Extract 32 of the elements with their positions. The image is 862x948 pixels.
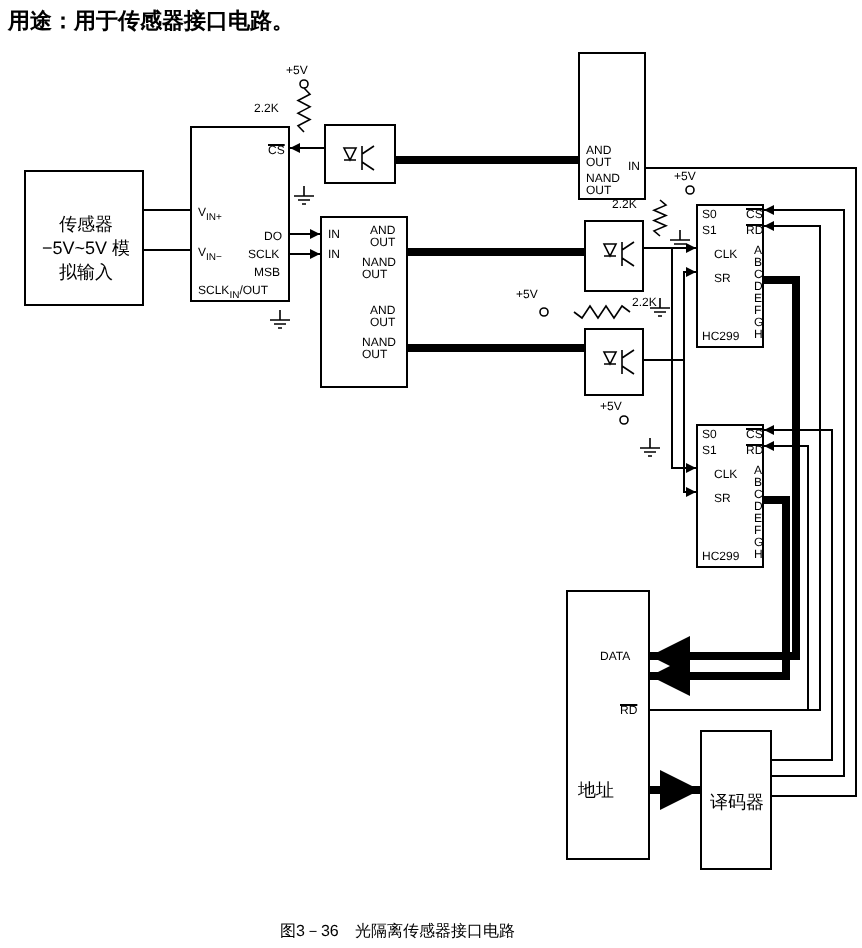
title: 用途：用于传感器接口电路。 bbox=[8, 7, 294, 36]
caption: 图3－36 光隔离传感器接口电路 bbox=[280, 920, 515, 942]
wire bbox=[408, 344, 584, 352]
arrow bbox=[763, 205, 845, 777]
optocoupler bbox=[584, 220, 644, 292]
optocoupler bbox=[324, 124, 396, 184]
arrow bbox=[643, 247, 697, 473]
arrow bbox=[650, 770, 700, 810]
arrow bbox=[650, 496, 790, 696]
arrow bbox=[643, 359, 697, 497]
optocoupler bbox=[584, 328, 644, 396]
driver-chip bbox=[320, 216, 408, 388]
wire bbox=[396, 156, 578, 164]
shift-register-chip bbox=[696, 424, 764, 568]
converter-chip bbox=[190, 126, 290, 302]
node-label: 传感器 −5V~5V 模拟输入 bbox=[39, 212, 133, 284]
arrow bbox=[763, 425, 833, 761]
arrow bbox=[649, 441, 809, 711]
node-label: 地址 bbox=[578, 780, 614, 800]
wire bbox=[645, 167, 857, 797]
wire bbox=[143, 249, 191, 251]
arrow bbox=[289, 249, 321, 259]
wire bbox=[408, 248, 584, 256]
processor-block bbox=[566, 590, 650, 860]
decoder-box bbox=[700, 730, 772, 870]
receiver-chip bbox=[578, 52, 646, 200]
shift-register-chip bbox=[696, 204, 764, 348]
node-label: 译码器 bbox=[710, 792, 764, 812]
wire bbox=[143, 209, 191, 211]
sensor-box bbox=[24, 170, 144, 306]
arrow bbox=[289, 143, 325, 153]
arrow bbox=[289, 229, 321, 239]
